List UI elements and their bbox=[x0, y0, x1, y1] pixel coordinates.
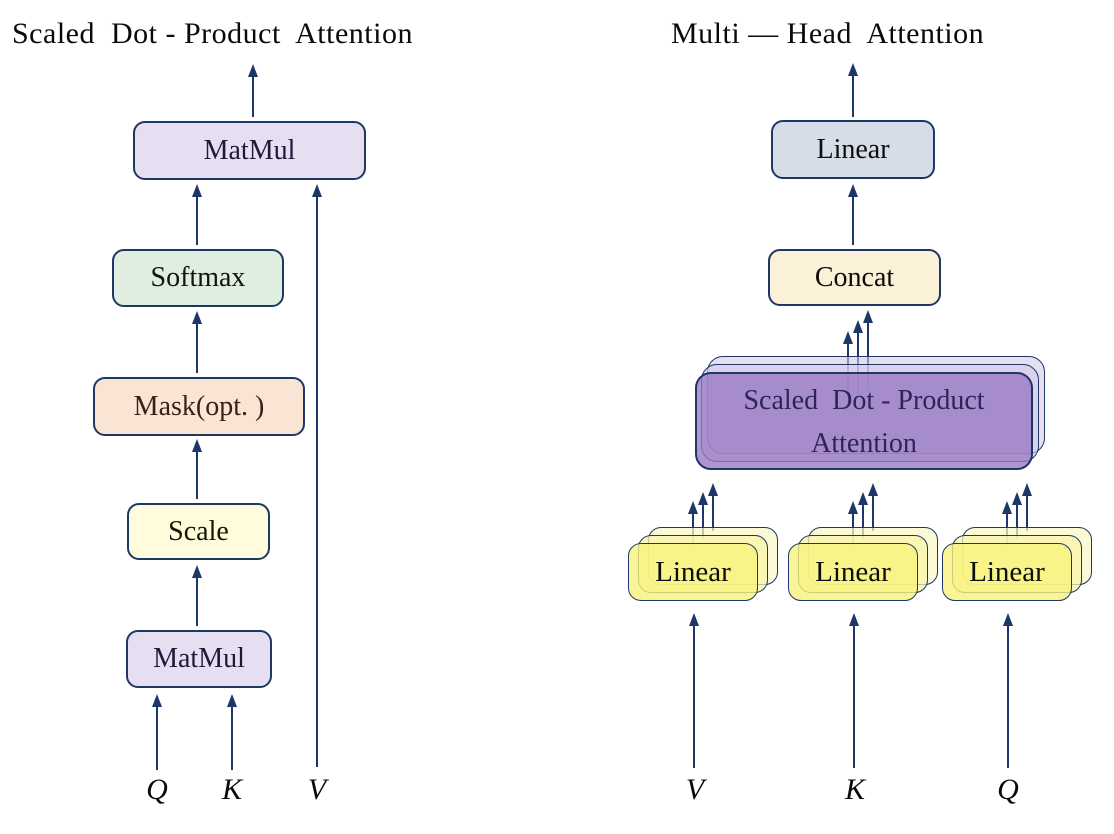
sdpa-label: Scaled Dot - Product Attention bbox=[695, 372, 1033, 472]
matmul-top-box: MatMul bbox=[133, 121, 366, 180]
v-label-left: V bbox=[307, 773, 327, 806]
v-label-right: V bbox=[685, 773, 705, 806]
sdpa-layer-front bbox=[695, 372, 1033, 470]
sdpa-label-line1: Scaled Dot - Product bbox=[743, 385, 985, 416]
left-diagram-title: Scaled Dot - Product Attention bbox=[12, 17, 413, 50]
right-diagram-title: Multi — Head Attention bbox=[671, 17, 985, 50]
linear-v-layer-front bbox=[628, 543, 758, 601]
linear-q-label: Linear bbox=[969, 555, 1045, 588]
concat-box: Concat bbox=[768, 249, 941, 306]
q-label-left: Q bbox=[146, 773, 168, 806]
scale-box: Scale bbox=[127, 503, 270, 560]
k-label-right: K bbox=[844, 773, 865, 806]
q-label-right: Q bbox=[997, 773, 1019, 806]
mask-box: Mask(opt. ) bbox=[93, 377, 305, 436]
linear-v-label: Linear bbox=[655, 555, 731, 588]
linear-k-label: Linear bbox=[815, 555, 891, 588]
softmax-box: Softmax bbox=[112, 249, 284, 307]
linear-k-layer-front bbox=[788, 543, 918, 601]
linear-q-layer-front bbox=[942, 543, 1072, 601]
k-label-left: K bbox=[221, 773, 242, 806]
sdpa-label-line2: Attention bbox=[811, 428, 917, 459]
matmul-bottom-box: MatMul bbox=[126, 630, 272, 688]
linear-top-box: Linear bbox=[771, 120, 935, 179]
